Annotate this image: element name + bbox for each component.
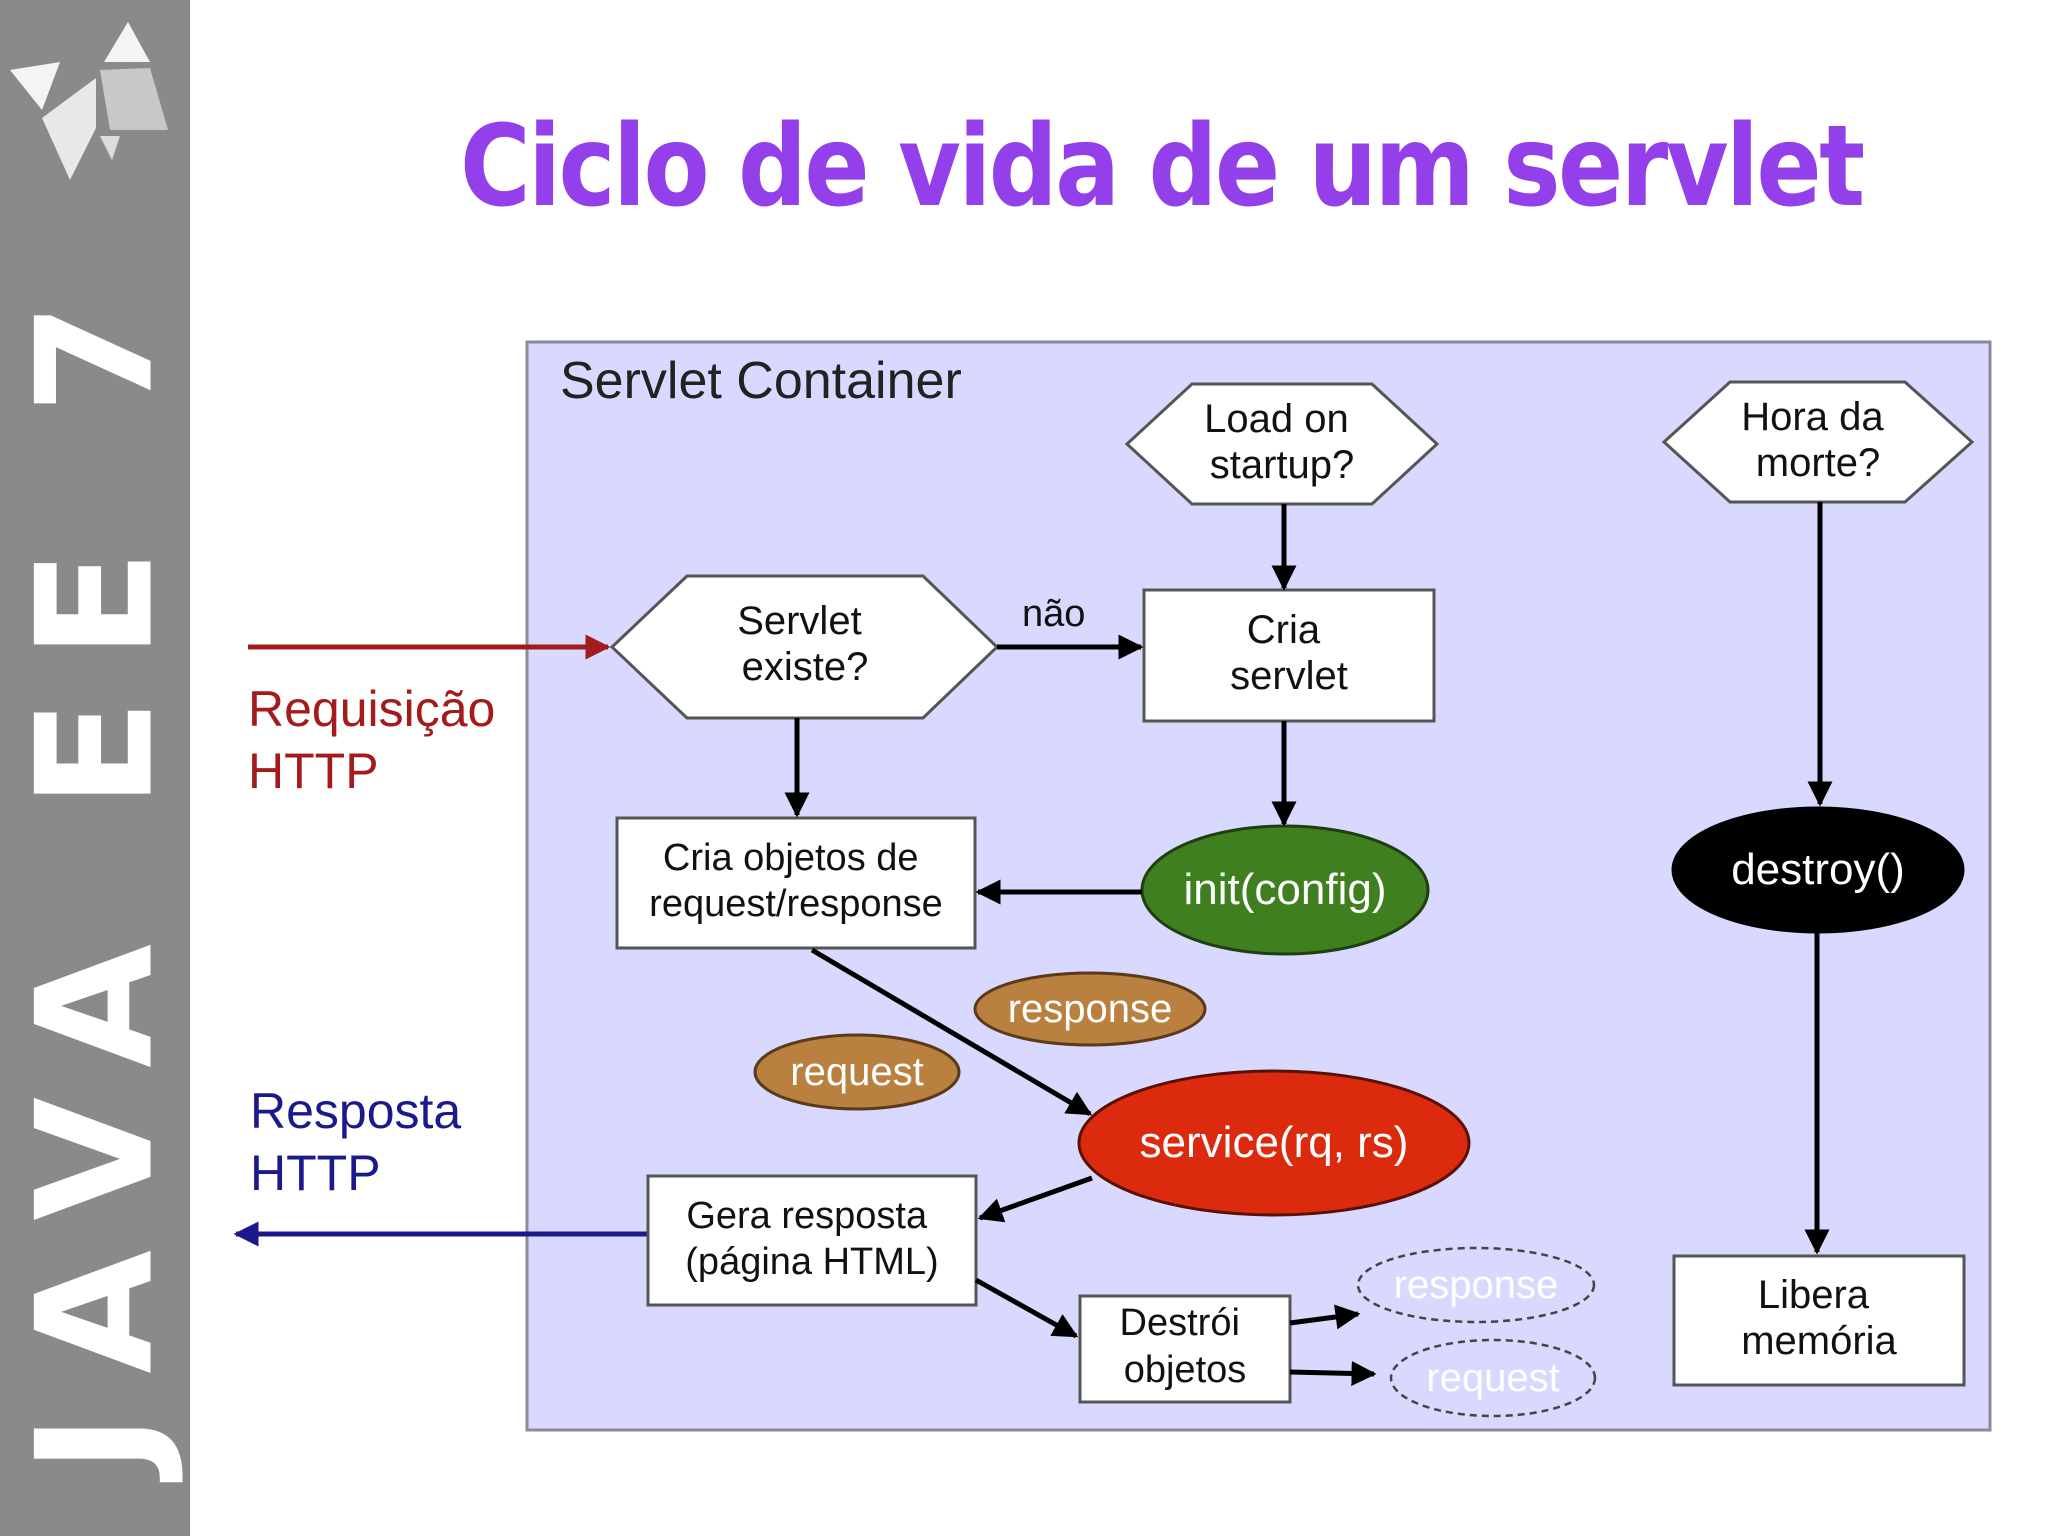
svg-text:Libera memória: Libera memória	[1741, 1273, 1897, 1363]
svg-text:Gera resposta (página HT: Gera resposta (página HTML)	[685, 1195, 938, 1283]
svg-text:Cria servlet: Cria servlet	[1230, 608, 1348, 698]
edge-label-no: não	[1022, 593, 1085, 635]
container-label: Servlet Container	[560, 352, 962, 410]
box-free-memory: Libera memória	[1672, 1254, 1966, 1387]
box-destroy-objects: Destrói objetos	[1078, 1294, 1292, 1404]
decision-load-on-startup: Load on startup?	[1124, 382, 1440, 506]
ghost-token-request: request	[1389, 1338, 1597, 1418]
sidebar: JAVA EE 7	[0, 0, 190, 1536]
slide-title: Ciclo de vida de um servlet	[460, 102, 1865, 232]
svg-text:Destrói objetos: Destrói objetos	[1120, 1302, 1251, 1391]
svg-text:response: response	[1394, 1263, 1559, 1307]
oval-service: service(rq, rs)	[1077, 1069, 1471, 1217]
response-label: Resposta HTTP	[250, 1083, 475, 1201]
token-response: response	[973, 971, 1207, 1047]
svg-text:request: request	[1426, 1356, 1559, 1400]
svg-text:Servlet existe?: Servlet existe?	[737, 599, 873, 689]
svg-text:Cria objetos de request/: Cria objetos de request/response	[649, 837, 943, 925]
ghost-token-response: response	[1356, 1246, 1596, 1324]
decision-time-of-death: Hora da morte?	[1661, 380, 1975, 504]
decision-servlet-exists: Servlet existe?	[609, 574, 1000, 720]
box-generate-response: Gera resposta (página HTML)	[646, 1174, 978, 1307]
request-label: Requisição HTTP	[248, 681, 509, 799]
token-request: request	[753, 1033, 961, 1111]
svg-text:Hora da morte?: Hora da morte?	[1741, 395, 1894, 485]
svg-text:service(rq, rs): service(rq, rs)	[1140, 1118, 1409, 1167]
oval-destroy: destroy()	[1671, 806, 1965, 934]
box-create-objects: Cria objetos de request/response	[615, 816, 977, 950]
svg-text:destroy(): destroy()	[1731, 845, 1905, 894]
java-logo-icon	[10, 22, 168, 180]
svg-text:init(config): init(config)	[1184, 865, 1387, 914]
svg-text:request: request	[790, 1050, 923, 1094]
box-create-servlet: Cria servlet	[1142, 588, 1436, 723]
svg-text:response: response	[1008, 987, 1173, 1031]
svg-text:Load on startup?: Load on startup?	[1204, 397, 1360, 487]
flow-arrows	[784, 502, 1833, 1386]
oval-init: init(config)	[1140, 824, 1430, 956]
